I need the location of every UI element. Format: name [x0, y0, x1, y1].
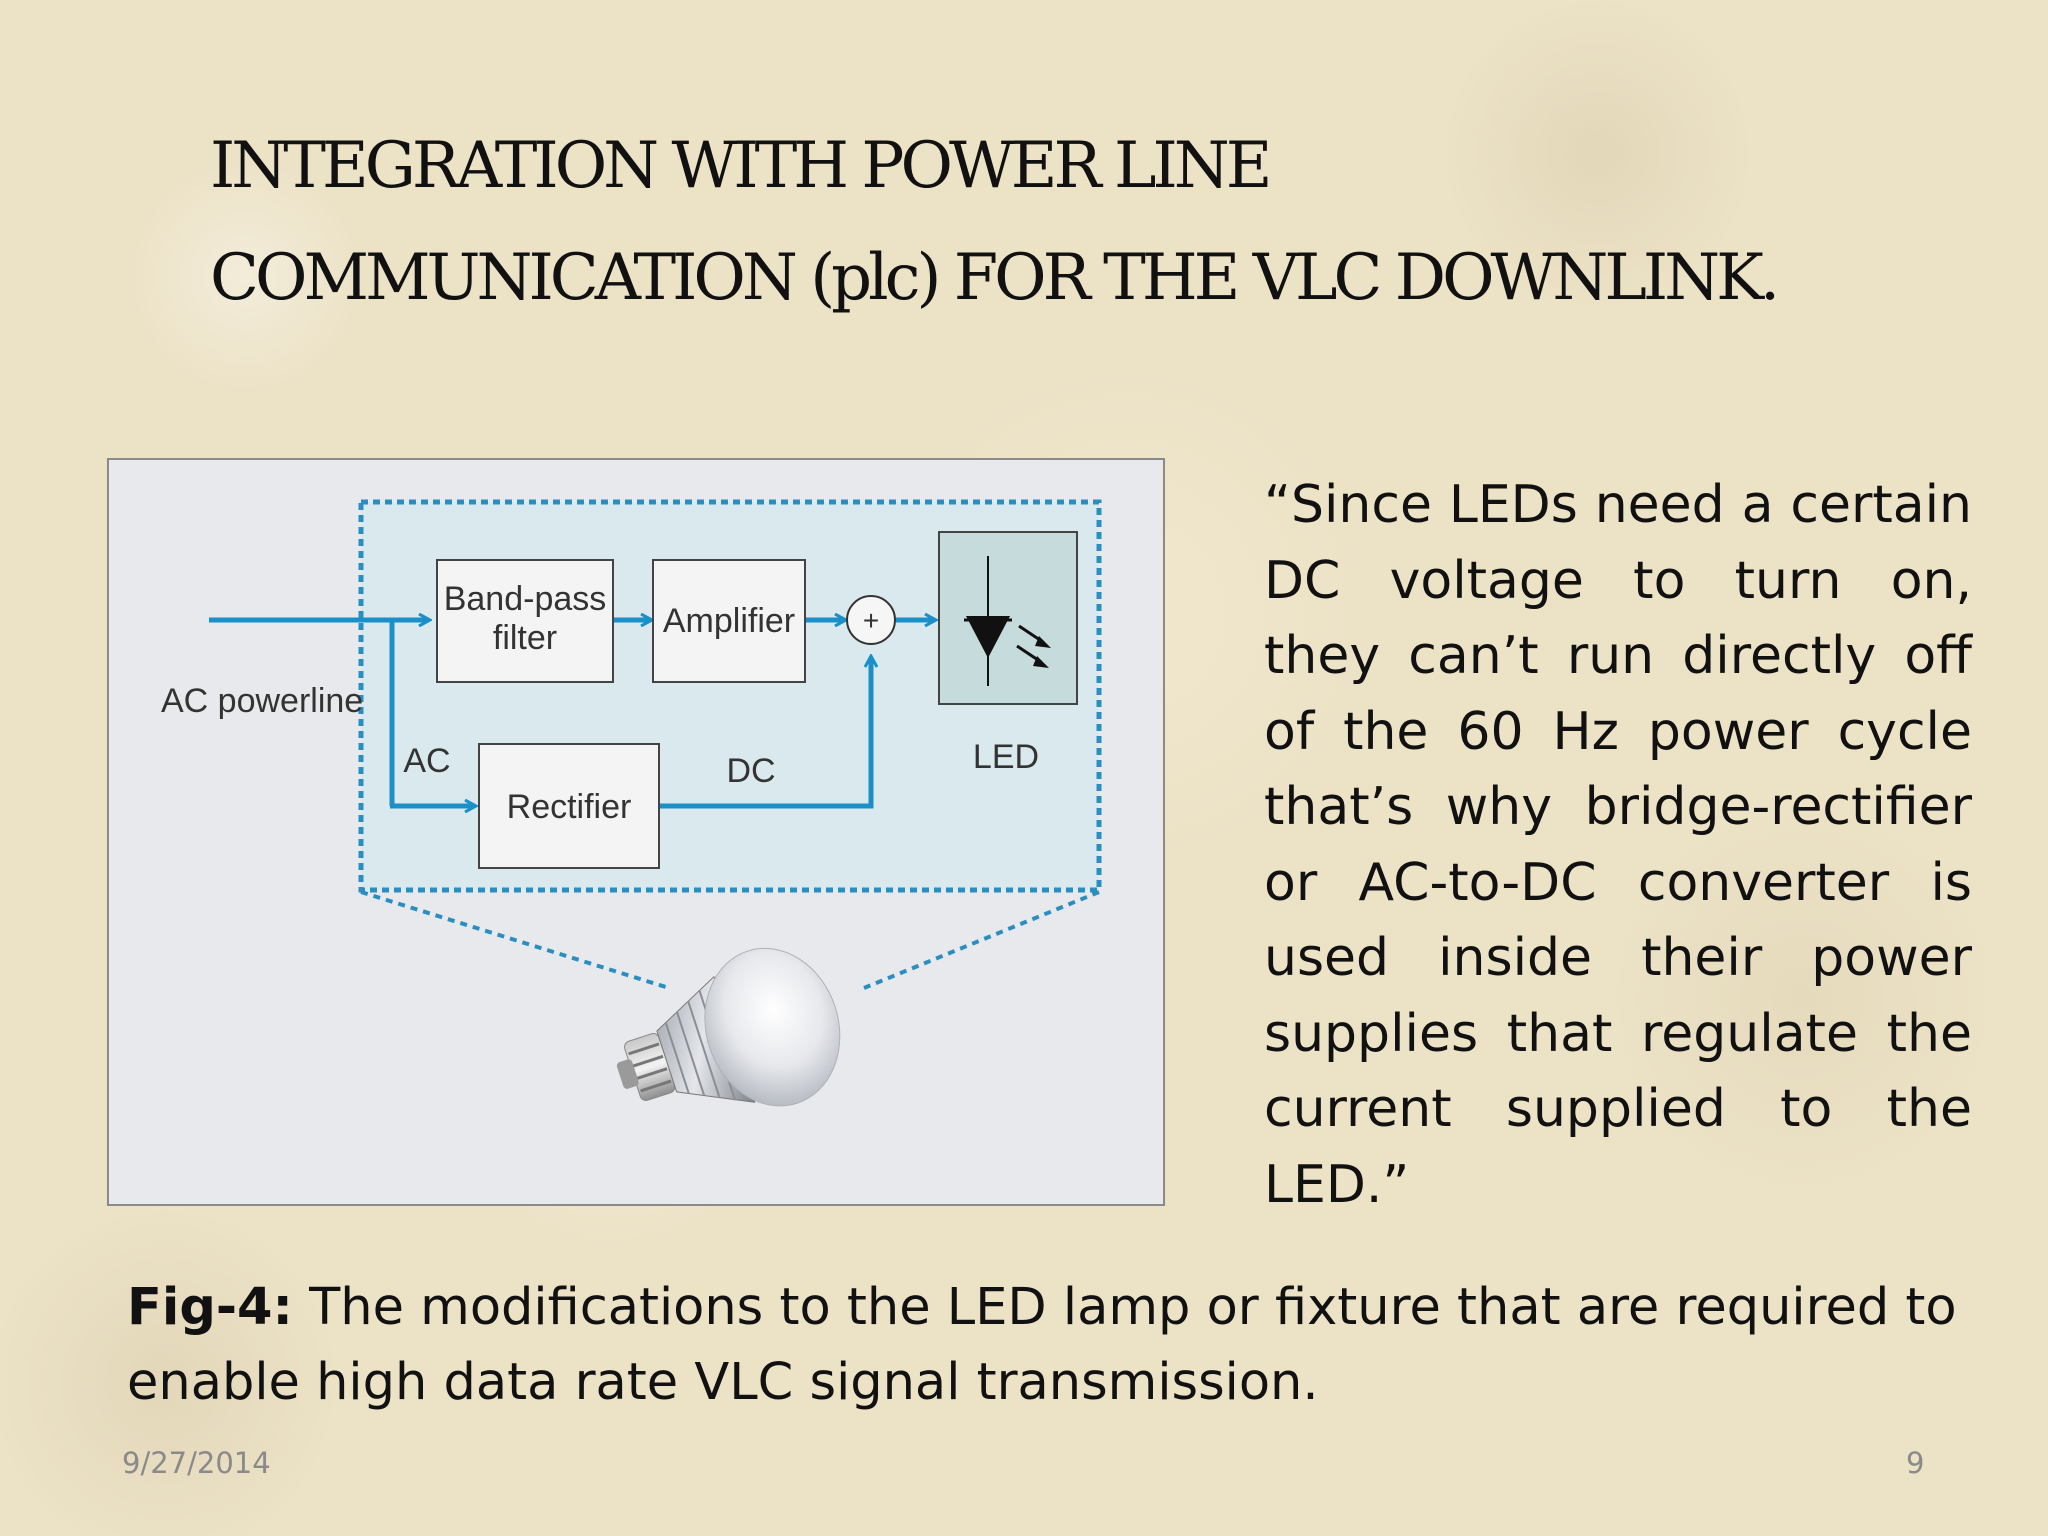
slide-title: INTEGRATION WITH POWER LINE COMMUNICATIO… [210, 110, 1910, 334]
plc-block-diagram: AC powerline Band-pass filter Amplifier … [161, 499, 1102, 1107]
figure-caption-label: Fig-4: [127, 1278, 293, 1337]
rectifier-box [478, 743, 660, 869]
ac-powerline-label: AC powerline [161, 682, 363, 720]
adder-circle [846, 595, 896, 645]
led-label: LED [973, 738, 1039, 776]
enclosure-to-bulb-left-line [360, 890, 670, 990]
figure-caption: Fig-4: The modifications to the LED lamp… [127, 1270, 1957, 1420]
slide-title-line-1: INTEGRATION WITH POWER LINE [210, 129, 1272, 203]
figure-caption-text: The modifications to the LED lamp or fix… [127, 1278, 1957, 1412]
slide-title-line-2: COMMUNICATION (plc) FOR THE VLC DOWNLINK… [210, 241, 1780, 315]
bandpass-filter-label-line-1: Band-pass [444, 580, 607, 618]
ac-label: AC [403, 742, 450, 780]
quote-text: “Since LEDs need a certain DC voltage to… [1264, 475, 1972, 1215]
dc-label: DC [726, 752, 775, 790]
led-diode-icon [964, 556, 1051, 686]
footer-date: 9/27/2014 [122, 1446, 271, 1480]
bandpass-filter-box [436, 559, 614, 683]
enclosure-to-bulb-right-line [863, 890, 1100, 990]
footer-page-number: 9 [1906, 1446, 1925, 1480]
amplifier-label: Amplifier [663, 602, 795, 640]
led-bulb-illustration [616, 947, 841, 1107]
rectifier-label: Rectifier [507, 788, 632, 826]
bandpass-filter-label-line-2: filter [493, 619, 557, 657]
amplifier-box [652, 559, 806, 683]
plc-vlc-figure: AC powerline Band-pass filter Amplifier … [107, 458, 1165, 1206]
adder-symbol: + [863, 605, 879, 636]
dc-to-adder-line [659, 657, 871, 809]
